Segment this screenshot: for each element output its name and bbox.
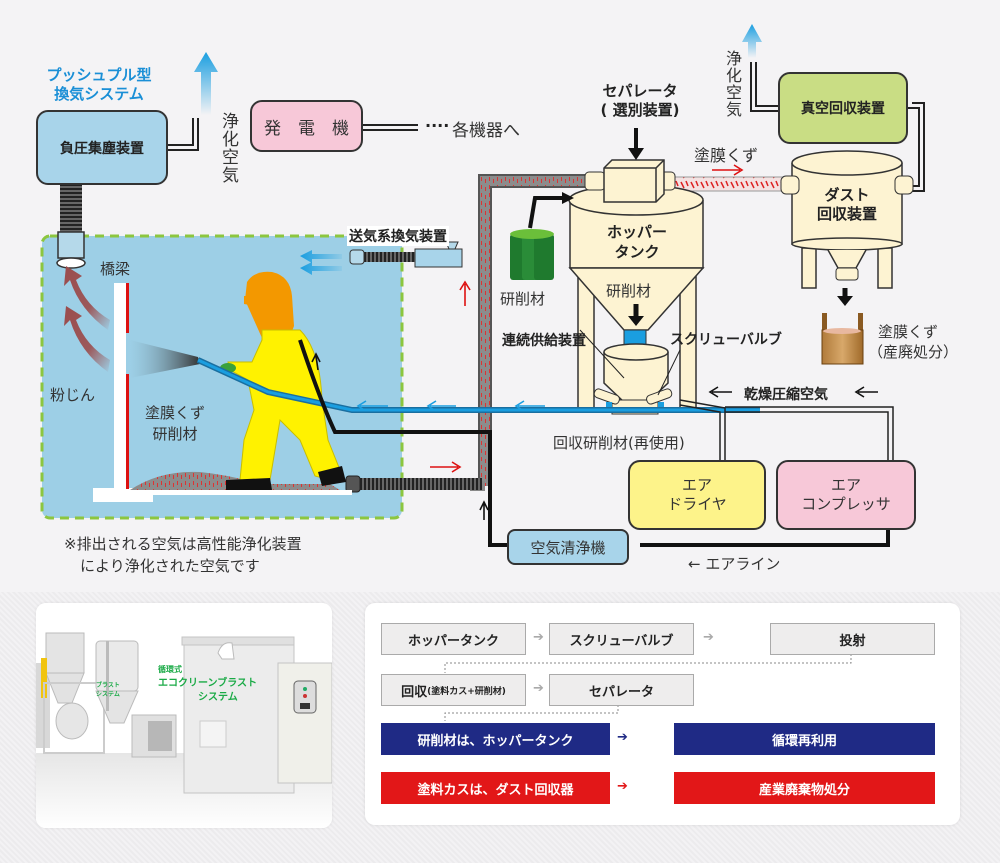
flow-arrow-icon: ➔ xyxy=(617,730,628,745)
flow-step-screw-valve: スクリューバルブ xyxy=(549,623,694,655)
outcome-paint-to: 産業廃棄物処分 xyxy=(674,772,935,804)
air-line-label: ← エアライン xyxy=(688,555,781,573)
waste-bucket-icon xyxy=(821,313,864,365)
separator-box xyxy=(584,159,676,203)
flow-arrow-icon: ➔ xyxy=(533,681,544,696)
purified-air-arrow-left xyxy=(194,52,218,115)
screw-valve-label: スクリューバルブ xyxy=(670,332,782,348)
purified-air-label-right: 浄化空気 xyxy=(723,50,742,118)
collector-duct xyxy=(60,183,82,235)
dust-arrow-icon xyxy=(64,266,110,330)
flow-step-blasting: 投射 xyxy=(770,623,935,655)
exhaust-note: ※排出される空気は高性能浄化装置 により浄化された空気です xyxy=(64,535,302,575)
outcome-abrasive-from: 研削材は、ホッパータンク xyxy=(381,723,610,755)
flow-arrows xyxy=(311,164,878,520)
flow-step-hopper-tank: ホッパータンク xyxy=(381,623,526,655)
machine-photo-illustration xyxy=(36,603,332,828)
floor-debris-label: 塗膜くず 研削材 xyxy=(145,404,206,443)
continuous-feeder xyxy=(593,343,673,415)
photo-caption: 循環式 エコクリーンブラスト システム xyxy=(158,665,257,703)
worker-figure xyxy=(220,271,346,490)
air-supply-ventilation-label: 送気系換気装置 xyxy=(347,226,449,246)
diagram-graphics: ···· xyxy=(40,24,925,547)
svg-text:····: ···· xyxy=(425,116,449,135)
outcome-abrasive-to: 循環再利用 xyxy=(674,723,935,755)
air-dryer-box: エア ドライヤ xyxy=(628,460,766,530)
abrasive-supply-label: 研削材 xyxy=(500,290,546,308)
bridge-girder xyxy=(114,283,126,493)
generator-box: 発 電 機 xyxy=(250,100,363,152)
flow-arrow-icon: ➔ xyxy=(617,779,628,794)
bridge-girder-label: 橋梁 xyxy=(100,260,131,278)
spray-cone xyxy=(130,340,200,378)
product-photo: 循環式 エコクリーンブラスト システム ブラスト システム xyxy=(36,603,332,828)
hopper-tank xyxy=(568,184,705,411)
flow-step-separator: セパレータ xyxy=(549,674,694,706)
continuous-feeder-label: 連続供給装置 xyxy=(502,333,586,349)
debris-transfer-pipe xyxy=(667,176,787,192)
recovered-abrasive-label: 回収研削材(再使用) xyxy=(553,434,685,452)
blast-system-diagram: ···· xyxy=(36,24,959,575)
flow-arrow-icon: ➔ xyxy=(703,630,714,645)
waste-debris-label: 塗膜くず （産廃処分） xyxy=(868,323,959,361)
hopper-abrasive-label: 研削材 xyxy=(606,282,652,300)
air-cleaner-box: 空気清浄機 xyxy=(507,529,629,565)
air-compressor-box: エア コンプレッサ xyxy=(776,460,916,530)
to-each-device-label: 各機器へ xyxy=(452,121,520,141)
dry-compressed-air-label: 乾燥圧縮空気 xyxy=(744,387,828,403)
process-flow-card: ホッパータンク ➔ スクリューバルブ ➔ 投射 回収 (塗料カス+研削材) ➔ … xyxy=(365,603,960,825)
abrasive-sacks-icon xyxy=(510,229,554,280)
dust-recovery-label: ダスト 回収装置 xyxy=(816,186,877,223)
dust-arrow-icon xyxy=(64,306,110,372)
flow-connectors xyxy=(444,654,852,721)
photo-small-label: ブラスト システム xyxy=(96,682,120,698)
dust-collector xyxy=(780,150,914,289)
hopper-label: ホッパー タンク xyxy=(606,223,667,261)
outcome-paint-from: 塗料カスは、ダスト回収器 xyxy=(381,772,610,804)
pushpull-title: プッシュプル型 換気システム xyxy=(46,66,152,103)
purified-air-label-left: 浄化空気 xyxy=(218,112,238,184)
purified-air-arrow-right xyxy=(742,24,762,58)
negative-pressure-collector-box: 負圧集塵装置 xyxy=(36,110,168,185)
flow-arrow-icon: ➔ xyxy=(533,630,544,645)
separator-label: セパレータ ( 選別装置) xyxy=(600,82,680,119)
vacuum-recovery-box: 真空回収装置 xyxy=(778,72,908,144)
paint-debris-flow-label: 塗膜くず xyxy=(694,146,759,165)
flow-step-recovery: 回収 (塗料カス+研削材) xyxy=(381,674,526,706)
dust-label: 粉じん xyxy=(50,386,96,404)
